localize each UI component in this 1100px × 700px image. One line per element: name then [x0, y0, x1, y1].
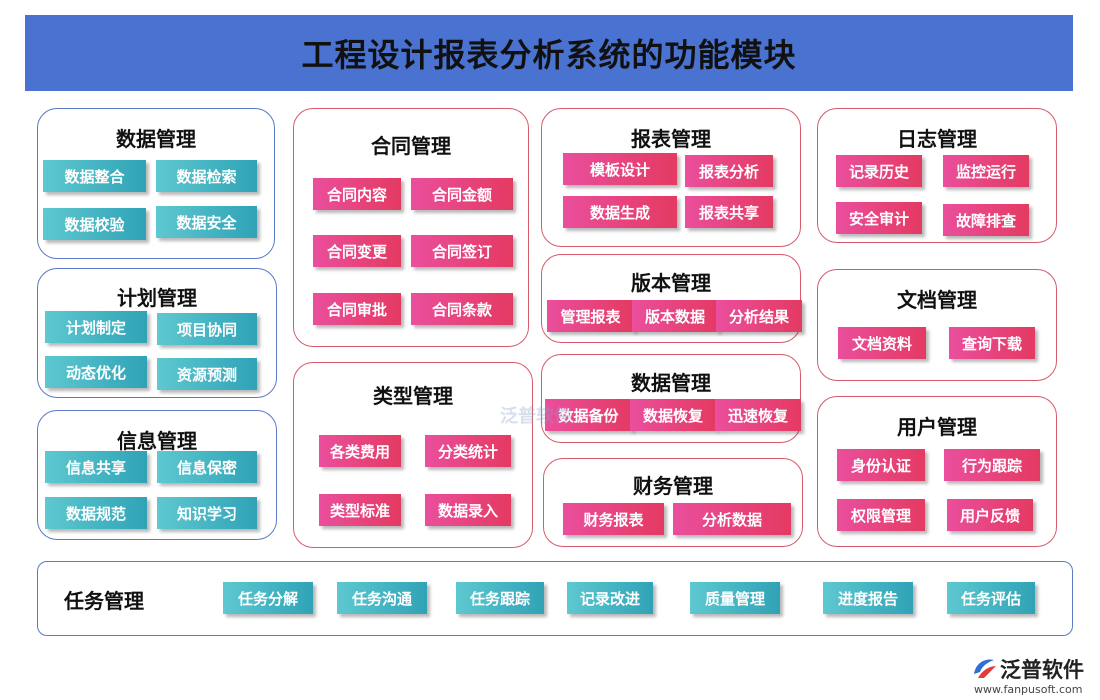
feature-chip: 合同金额	[411, 178, 513, 210]
feature-chip: 记录改进	[567, 582, 653, 614]
feature-chip: 分析结果	[716, 300, 802, 332]
feature-chip: 权限管理	[837, 499, 925, 531]
feature-chip: 各类费用	[319, 435, 401, 467]
feature-chip: 故障排查	[943, 204, 1029, 236]
feature-chip: 财务报表	[563, 503, 664, 535]
feature-chip: 质量管理	[690, 582, 780, 614]
logo-url: www.fanpusoft.com	[974, 683, 1083, 696]
module-user-management: 用户管理 身份认证 行为跟踪 权限管理 用户反馈	[817, 396, 1057, 547]
module-finance-management: 财务管理 财务报表 分析数据	[543, 458, 803, 547]
feature-chip: 文档资料	[838, 327, 926, 359]
feature-chip: 管理报表	[547, 300, 634, 332]
fanpu-logo-icon	[974, 659, 996, 678]
module-info-management: 信息管理 信息共享 信息保密 数据规范 知识学习	[37, 410, 277, 540]
feature-chip: 模板设计	[563, 153, 677, 185]
feature-chip: 合同条款	[411, 293, 513, 325]
feature-chip: 记录历史	[836, 155, 922, 187]
feature-chip: 动态优化	[45, 356, 147, 388]
module-plan-management: 计划管理 计划制定 项目协同 动态优化 资源预测	[37, 268, 277, 398]
module-version-management: 版本管理 管理报表 版本数据 分析结果	[541, 254, 802, 343]
module-title: 财务管理	[633, 474, 713, 498]
feature-chip: 合同内容	[313, 178, 401, 210]
feature-chip: 数据规范	[45, 497, 147, 529]
module-title: 信息管理	[117, 429, 197, 453]
logo-name: 泛普软件	[1000, 658, 1084, 682]
module-title: 计划管理	[117, 286, 197, 310]
feature-chip: 数据生成	[563, 196, 677, 228]
feature-chip: 任务评估	[947, 582, 1035, 614]
module-document-management: 文档管理 文档资料 查询下载	[817, 269, 1057, 381]
module-data-management-center: 数据管理 数据备份 数据恢复 迅速恢复	[541, 354, 801, 443]
feature-chip: 数据录入	[425, 494, 511, 526]
feature-chip: 迅速恢复	[715, 399, 801, 431]
feature-chip: 监控运行	[943, 155, 1029, 187]
module-report-management: 报表管理 模板设计 报表分析 数据生成 报表共享	[541, 108, 801, 247]
module-title: 文档管理	[897, 288, 977, 312]
feature-chip: 安全审计	[836, 202, 922, 234]
feature-chip: 数据整合	[43, 160, 146, 192]
feature-chip: 数据恢复	[630, 399, 716, 431]
module-log-management: 日志管理 记录历史 监控运行 安全审计 故障排查	[817, 108, 1057, 243]
feature-chip: 知识学习	[157, 497, 257, 529]
module-title: 任务管理	[64, 588, 144, 613]
feature-chip: 分类统计	[425, 435, 511, 467]
module-title: 用户管理	[897, 415, 977, 439]
feature-chip: 数据备份	[545, 399, 632, 431]
module-title: 合同管理	[371, 134, 451, 158]
feature-chip: 分析数据	[673, 503, 791, 535]
brand-logo: 泛普软件 www.fanpusoft.com	[970, 652, 1095, 696]
module-data-management-left: 数据管理 数据整合 数据检索 数据校验 数据安全	[37, 108, 275, 259]
feature-chip: 资源预测	[157, 358, 257, 390]
module-type-management: 类型管理 各类费用 分类统计 类型标准 数据录入	[293, 362, 533, 548]
feature-chip: 数据校验	[43, 208, 146, 240]
feature-chip: 任务分解	[223, 582, 313, 614]
feature-chip: 任务沟通	[337, 582, 427, 614]
feature-chip: 查询下载	[949, 327, 1035, 359]
page-title: 工程设计报表分析系统的功能模块	[301, 36, 797, 74]
feature-chip: 计划制定	[45, 311, 147, 343]
module-title: 版本管理	[631, 271, 711, 295]
feature-chip: 版本数据	[632, 300, 718, 332]
feature-chip: 报表分析	[685, 155, 773, 187]
module-title: 日志管理	[897, 127, 977, 151]
feature-chip: 任务跟踪	[456, 582, 544, 614]
feature-chip: 信息保密	[157, 451, 257, 483]
feature-chip: 数据安全	[156, 206, 257, 238]
watermark-text: 泛普软件	[500, 406, 572, 427]
feature-chip: 信息共享	[45, 451, 147, 483]
feature-chip: 项目协同	[157, 313, 257, 345]
module-title: 数据管理	[116, 127, 196, 151]
module-title: 报表管理	[631, 127, 711, 151]
title-banner: 工程设计报表分析系统的功能模块	[25, 15, 1073, 91]
module-task-management: 任务管理 任务分解 任务沟通 任务跟踪 记录改进 质量管理 进度报告 任务评估	[37, 561, 1073, 636]
feature-chip: 合同审批	[313, 293, 401, 325]
feature-chip: 合同签订	[411, 235, 513, 267]
feature-chip: 类型标准	[319, 494, 401, 526]
feature-chip: 用户反馈	[947, 499, 1033, 531]
module-title: 数据管理	[631, 371, 711, 395]
feature-chip: 进度报告	[823, 582, 913, 614]
feature-chip: 行为跟踪	[944, 449, 1040, 481]
feature-chip: 合同变更	[313, 235, 401, 267]
feature-chip: 报表共享	[685, 196, 773, 228]
module-contract-management: 合同管理 合同内容 合同金额 合同变更 合同签订 合同审批 合同条款	[293, 108, 529, 347]
feature-chip: 身份认证	[837, 449, 925, 481]
module-title: 类型管理	[373, 384, 453, 408]
feature-chip: 数据检索	[156, 160, 257, 192]
